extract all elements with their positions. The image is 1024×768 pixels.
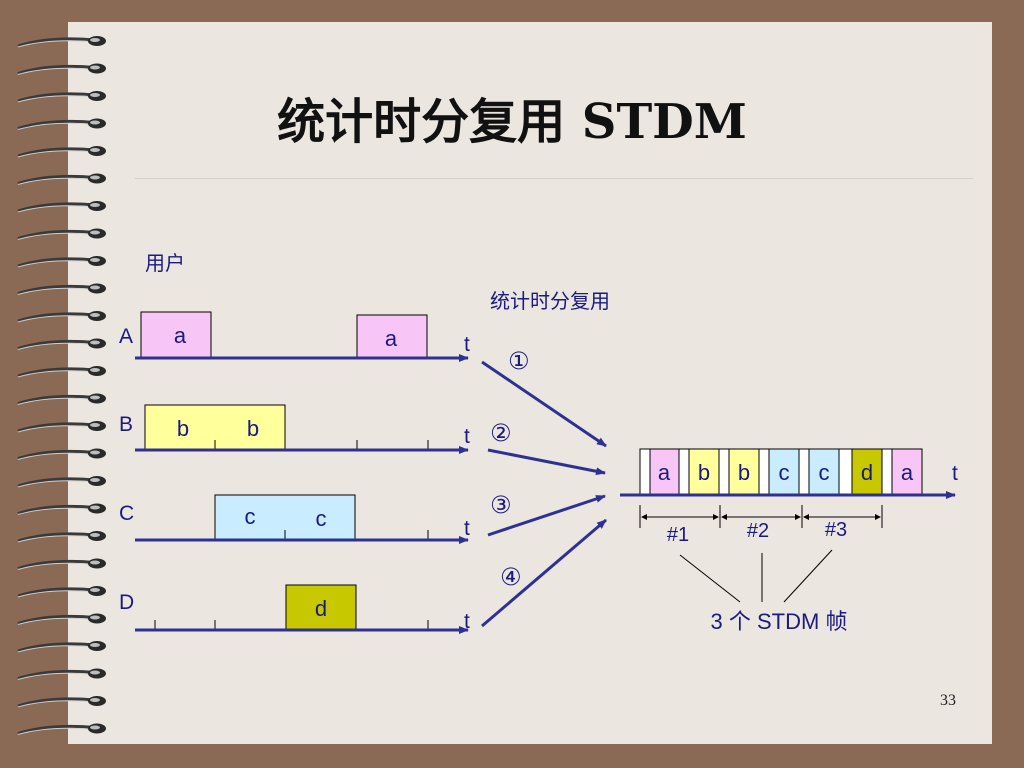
- block-d-1-label: d: [315, 596, 327, 621]
- converging-paths: ① ② ③ ④: [481, 348, 607, 628]
- time-label-c: t: [464, 517, 470, 540]
- user-line-c: C c c t: [119, 494, 470, 544]
- time-label-d: t: [464, 610, 470, 633]
- block-c-1-label: c: [245, 504, 256, 529]
- user-label-b: B: [119, 413, 133, 436]
- slot-1-label: a: [658, 460, 671, 485]
- block-a-1: [140, 311, 212, 358]
- gap-1: [639, 448, 651, 495]
- slide-background: [68, 22, 992, 744]
- title-divider: [135, 178, 973, 179]
- user-line-d: D d t: [119, 584, 470, 634]
- slide-title: 统计时分复用 STDM: [277, 94, 747, 150]
- user-label-c: C: [119, 502, 134, 525]
- path-3-arrow: [487, 494, 606, 537]
- output-time-label: t: [952, 462, 958, 485]
- slot-3: [728, 448, 760, 495]
- path-2-arrow: [487, 448, 606, 476]
- block-a-2: [356, 314, 428, 358]
- mux-label: 统计时分复用: [490, 290, 610, 313]
- gap-7: [881, 448, 893, 495]
- slot-4: [768, 448, 800, 495]
- time-label-b: t: [464, 425, 470, 448]
- frame-markers: #1 #2 #3 3 个 STDM 帧: [639, 505, 883, 634]
- spiral-binding: [17, 36, 106, 735]
- gap-5: [798, 448, 810, 495]
- user-line-b: B b b t: [119, 404, 470, 454]
- gap-4: [758, 448, 770, 495]
- users-label: 用户: [145, 252, 185, 275]
- block-b-1-label: b: [177, 416, 189, 441]
- path-3-label: ③: [490, 492, 512, 519]
- caption-pointer-1: [679, 554, 741, 603]
- path-4-label: ④: [500, 564, 522, 591]
- block-a-1-label: a: [174, 323, 187, 348]
- frame-1-label: #1: [667, 524, 689, 546]
- user-line-a: A a a t: [119, 311, 470, 362]
- slot-6: [851, 448, 883, 495]
- path-4-arrow: [481, 518, 607, 628]
- slot-2-label: b: [698, 460, 710, 485]
- path-1-label: ①: [508, 348, 530, 375]
- block-d-1: [285, 584, 357, 631]
- user-label-d: D: [119, 591, 134, 614]
- path-2-label: ②: [490, 420, 512, 447]
- gap-2: [678, 448, 690, 495]
- frame-3-label: #3: [825, 519, 847, 541]
- page-number: 33: [940, 692, 956, 709]
- path-1-arrow: [481, 360, 607, 448]
- gap-3: [718, 448, 730, 495]
- frames-caption: 3 个 STDM 帧: [711, 609, 848, 634]
- slot-3-label: b: [738, 460, 750, 485]
- user-label-a: A: [119, 325, 133, 348]
- slot-6-label: d: [861, 460, 873, 485]
- block-b-2-label: b: [247, 416, 259, 441]
- time-label-a: t: [464, 333, 470, 356]
- caption-pointer-3: [783, 549, 833, 603]
- slot-5-label: c: [819, 460, 830, 485]
- block-a-2-label: a: [385, 326, 398, 351]
- block-c-2-label: c: [316, 506, 327, 531]
- slot-7: [891, 448, 923, 495]
- frame-2-label: #2: [747, 520, 769, 542]
- gap-6: [838, 448, 853, 495]
- slot-4-label: c: [779, 460, 790, 485]
- output-stream: a b b c c d a t: [620, 448, 958, 499]
- slot-7-label: a: [901, 460, 914, 485]
